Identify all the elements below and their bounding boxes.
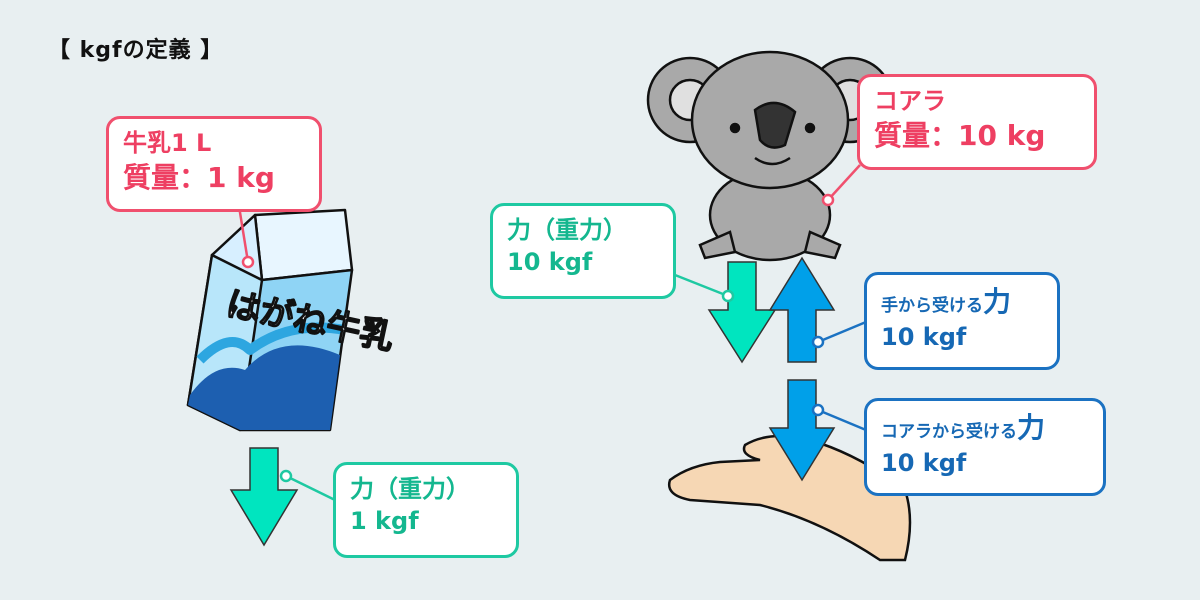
- milk-gravity-value: 1 kgf: [350, 507, 419, 536]
- koala-force-value: 10 kgf: [881, 448, 967, 477]
- koala-name: コアラ: [874, 87, 946, 115]
- koala-force-suffix: 力: [1017, 411, 1046, 444]
- milk-carton-illustration: はがね牛乳: [186, 208, 398, 432]
- page-title: 【 kgfの定義 】: [48, 38, 224, 63]
- milk-mass: 質量：1 kg: [123, 161, 275, 195]
- milk-gravity-title: 力（重力）: [350, 475, 470, 503]
- koala-mass: 質量：10 kg: [874, 119, 1046, 153]
- koala-gravity-label: 力（重力） 10 kgf: [490, 203, 676, 299]
- milk-gravity-label: 力（重力） 1 kgf: [333, 462, 519, 558]
- koala-on-hand-arrow: [768, 379, 836, 482]
- hand-force-label: 手から受ける力 10 kgf: [864, 272, 1060, 370]
- koala-force-prefix: コアラから受ける: [881, 422, 1017, 442]
- hand-force-prefix: 手から受ける: [881, 296, 983, 316]
- koala-illustration: [646, 50, 894, 262]
- milk-name: 牛乳1 L: [123, 129, 212, 157]
- koala-mass-label: コアラ 質量：10 kg: [857, 74, 1097, 170]
- hand-force-value: 10 kgf: [881, 322, 967, 351]
- koala-force-label: コアラから受ける力 10 kgf: [864, 398, 1106, 496]
- koala-gravity-arrow: [707, 261, 777, 364]
- koala-gravity-value: 10 kgf: [507, 248, 593, 277]
- hand-force-arrow: [768, 256, 836, 363]
- milk-gravity-arrow: [229, 447, 299, 547]
- hand-force-suffix: 力: [983, 285, 1012, 318]
- milk-mass-label: 牛乳1 L 質量：1 kg: [106, 116, 322, 212]
- koala-gravity-title: 力（重力）: [507, 216, 627, 244]
